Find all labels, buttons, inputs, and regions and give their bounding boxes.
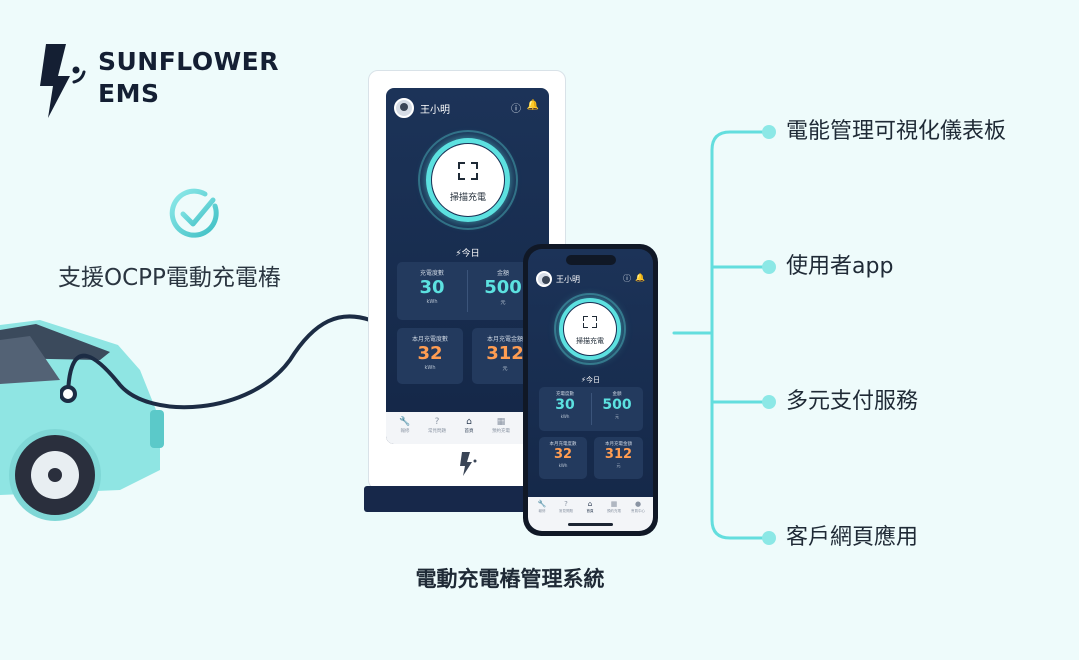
- month-amount-card: 本月充電金額 312 元: [594, 437, 643, 479]
- phone-header: 王小明 ⓘ 🔔: [536, 269, 645, 293]
- today-label: ⚡今日: [386, 246, 549, 259]
- scan-charge-label: 掃描充電: [449, 193, 486, 203]
- user-name: 王小明: [556, 275, 580, 284]
- phone-bottom-nav: 🔧 報修 ? 常見問題 ⌂ 首頁 ▦ 預約充電 ● 會員中心: [528, 497, 653, 531]
- nav-reserve[interactable]: ▦ 預約充電: [486, 416, 516, 434]
- check-circle-icon: [169, 188, 219, 238]
- wrench-icon: 🔧: [537, 500, 547, 508]
- home-icon: ⌂: [587, 500, 593, 508]
- kiosk-app-screen: 王小明 ⓘ 🔔 掃描充電 ⚡今日 充電度數 30 kWh 金額 500 元 本: [386, 88, 549, 444]
- scan-charge-button[interactable]: 掃描充電: [432, 144, 504, 216]
- user-avatar[interactable]: [536, 271, 552, 287]
- nav-repair[interactable]: 🔧 報修: [390, 416, 420, 434]
- nav-faq[interactable]: ? 常見問題: [422, 416, 452, 434]
- feature-dashboard: 電能管理可視化儀表板: [786, 119, 1007, 144]
- calendar-icon: ▦: [610, 500, 618, 508]
- phone-notch: [566, 255, 616, 265]
- lightning-bolt-logo-icon: [40, 44, 86, 118]
- nav-reserve[interactable]: ▦ 預約充電: [603, 500, 625, 514]
- kiosk-bottom-nav: 🔧 報修 ? 常見問題 ⌂ 首頁 ▦ 預約充電: [386, 412, 549, 444]
- feature-payment: 多元支付服務: [786, 389, 919, 414]
- scan-ring: [559, 298, 621, 360]
- info-icon[interactable]: ⓘ: [623, 274, 631, 283]
- electric-car-illustration: [0, 320, 164, 521]
- scan-charge-button[interactable]: 掃描充電: [564, 303, 616, 355]
- month-kwh-card: 本月充電度數 32 kWh: [397, 328, 463, 384]
- brand-line-1: SUNFLOWER: [98, 47, 280, 76]
- scan-frame-icon: [456, 160, 480, 182]
- bolt-icon: ⚡: [455, 249, 462, 259]
- info-icon[interactable]: ⓘ: [511, 104, 521, 115]
- phone-app-screen: 王小明 ⓘ 🔔 掃描充電 ⚡今日 充電度數 30 kWh: [528, 249, 653, 531]
- calendar-icon: ▦: [496, 417, 506, 427]
- bell-icon[interactable]: 🔔: [526, 100, 539, 111]
- sunflower-ems-logo: SUNFLOWER EMS: [36, 42, 279, 122]
- nav-home[interactable]: ⌂ 首頁: [579, 500, 601, 514]
- month-kwh-card: 本月充電度數 32 kWh: [539, 437, 587, 479]
- stat-divider: [467, 270, 468, 312]
- kiosk-bolt-logo-icon: [460, 452, 477, 476]
- today-text: 今日: [461, 249, 480, 259]
- smartphone-device: 王小明 ⓘ 🔔 掃描充電 ⚡今日 充電度數 30 kWh: [523, 244, 658, 536]
- bell-icon[interactable]: 🔔: [635, 273, 645, 282]
- kiosk-header: 王小明 ⓘ 🔔: [394, 96, 541, 120]
- question-icon: ?: [564, 500, 568, 508]
- nav-faq[interactable]: ? 常見問題: [555, 500, 577, 514]
- ocpp-support-label: 支援OCPP電動充電樁: [58, 265, 281, 291]
- question-icon: ?: [434, 417, 440, 427]
- month-kwh-stat: 本月充電度數 32 kWh: [549, 442, 577, 468]
- month-amount-stat: 本月充電金額 312 元: [604, 442, 633, 468]
- charging-cable: [60, 314, 372, 410]
- today-amount-stat: 金額 500 元: [602, 392, 632, 419]
- month-kwh-stat: 本月充電度數 32 kWh: [411, 336, 448, 371]
- scan-charge-label: 掃描充電: [576, 337, 604, 345]
- today-stats-card: 充電度數 30 kWh 金額 500 元: [539, 387, 643, 431]
- today-text: 今日: [585, 376, 600, 384]
- feature-tree-connector: [672, 125, 776, 545]
- scan-ring: [426, 138, 510, 222]
- charging-kiosk-base: [364, 486, 532, 512]
- bolt-icon: ⚡: [581, 376, 586, 384]
- system-title: 電動充電樁管理系統: [415, 567, 605, 591]
- today-amount-stat: 金額 500 元: [484, 270, 522, 306]
- stat-divider: [591, 393, 592, 425]
- nav-home[interactable]: ⌂ 首頁: [454, 416, 484, 434]
- feature-web-app: 客戶網頁應用: [786, 525, 919, 550]
- nav-repair[interactable]: 🔧 報修: [531, 500, 553, 514]
- brand-line-2: EMS: [98, 79, 160, 108]
- user-icon: ●: [634, 500, 642, 508]
- scan-frame-icon: [581, 314, 599, 330]
- today-label: ⚡今日: [528, 375, 653, 385]
- today-stats-card: 充電度數 30 kWh 金額 500 元: [397, 262, 538, 320]
- feature-user-app: 使用者app: [786, 254, 894, 279]
- home-icon: ⌂: [466, 417, 472, 427]
- scan-ring-outer: [418, 130, 518, 230]
- wrench-icon: 🔧: [399, 417, 411, 427]
- user-name: 王小明: [420, 105, 450, 116]
- user-avatar[interactable]: [394, 98, 414, 118]
- home-indicator: [568, 523, 613, 526]
- scan-ring-outer: [554, 293, 626, 365]
- today-kwh-stat: 充電度數 30 kWh: [555, 392, 575, 419]
- brand-name: SUNFLOWER EMS: [98, 46, 279, 110]
- today-kwh-stat: 充電度數 30 kWh: [419, 270, 445, 305]
- month-amount-stat: 本月充電金額 312 元: [486, 336, 524, 372]
- nav-member[interactable]: ● 會員中心: [627, 500, 649, 514]
